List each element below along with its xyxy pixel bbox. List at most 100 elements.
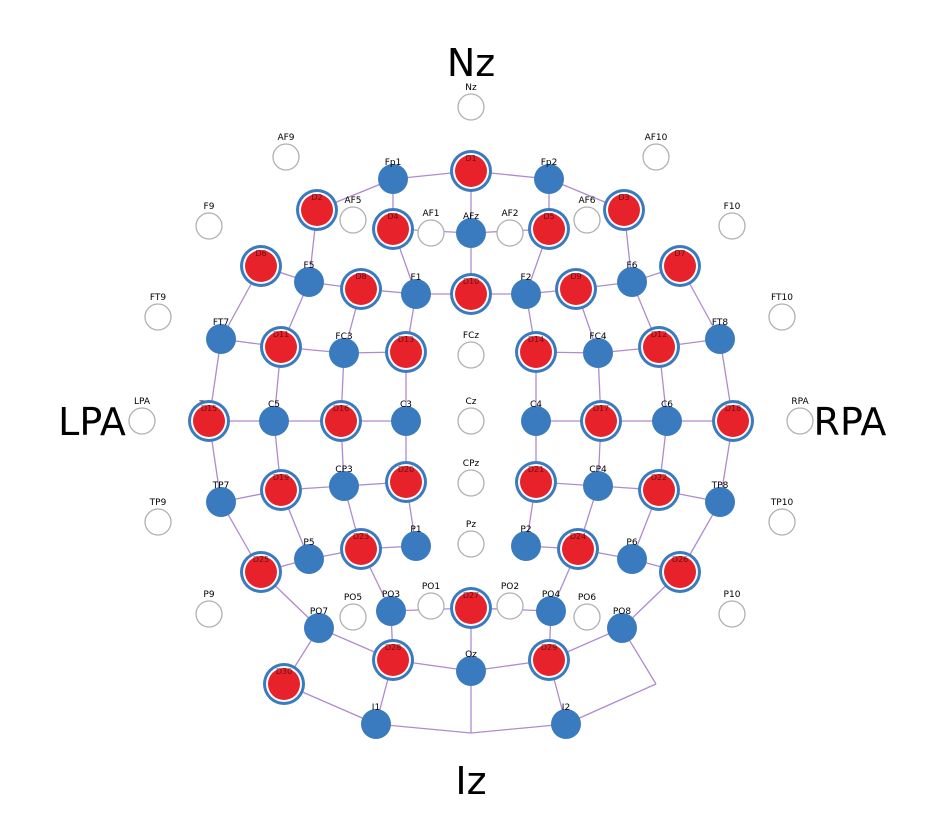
source-label: AFz bbox=[463, 212, 479, 222]
detector-label: D13 bbox=[398, 335, 414, 344]
position-label: AF5 bbox=[344, 196, 361, 206]
position-label: PO6 bbox=[578, 593, 597, 603]
source-optode bbox=[536, 596, 566, 626]
empty-position bbox=[195, 212, 223, 240]
empty-position bbox=[496, 592, 524, 620]
detector-optode bbox=[325, 405, 357, 437]
detector-optode bbox=[390, 466, 422, 498]
detector-optode bbox=[245, 250, 277, 282]
source-label: PO4 bbox=[542, 590, 561, 600]
source-label: Fp2 bbox=[541, 158, 558, 168]
detector-label: D7 bbox=[674, 249, 685, 258]
detector-label: D21 bbox=[528, 465, 544, 474]
source-label: FT8 bbox=[712, 318, 729, 328]
detector-optode bbox=[455, 155, 487, 187]
source-optode bbox=[294, 544, 324, 574]
position-label: AF1 bbox=[422, 209, 439, 219]
landmarks: Nz Iz LPA RPA bbox=[58, 41, 886, 803]
empty-position bbox=[768, 303, 796, 331]
source-optode bbox=[391, 406, 421, 436]
source-optode bbox=[361, 709, 391, 739]
source-optode bbox=[617, 544, 647, 574]
position-label: F10 bbox=[724, 202, 741, 212]
source-label: TP8 bbox=[711, 481, 729, 491]
source-optode bbox=[511, 279, 541, 309]
source-optode bbox=[378, 164, 408, 194]
detector-optode bbox=[193, 405, 225, 437]
position-label: RPA bbox=[791, 397, 809, 407]
source-label: P2 bbox=[520, 525, 531, 535]
position-label: FT10 bbox=[771, 293, 793, 303]
iz-label: Iz bbox=[455, 759, 486, 803]
detector-optode bbox=[265, 331, 297, 363]
source-optode bbox=[401, 279, 431, 309]
source-label: FC4 bbox=[589, 332, 606, 342]
nz-label: Nz bbox=[447, 41, 495, 85]
source-optode bbox=[583, 471, 613, 501]
source-label: C3 bbox=[400, 400, 412, 410]
position-label: AF2 bbox=[501, 209, 518, 219]
position-label: TP10 bbox=[770, 498, 794, 508]
source-label: C4 bbox=[530, 400, 542, 410]
position-label: AF6 bbox=[578, 196, 595, 206]
position-label: CPz bbox=[463, 459, 480, 469]
source-label: P1 bbox=[410, 525, 421, 535]
source-label: PO8 bbox=[613, 607, 632, 617]
empty-position bbox=[417, 592, 445, 620]
position-label: Pz bbox=[466, 520, 476, 530]
empty-position bbox=[339, 603, 367, 631]
position-label: Nz bbox=[465, 83, 477, 93]
position-label: AF10 bbox=[645, 133, 668, 143]
source-optode bbox=[456, 218, 486, 248]
source-optode bbox=[511, 531, 541, 561]
position-label: Cz bbox=[465, 397, 476, 407]
detector-optode bbox=[520, 466, 552, 498]
source-label: F1 bbox=[411, 273, 422, 283]
detector-optode bbox=[664, 250, 696, 282]
detector-label: D16 bbox=[333, 404, 349, 413]
source-label: PO7 bbox=[310, 607, 328, 617]
detector-label: D22 bbox=[651, 473, 667, 482]
detector-label: D15 bbox=[201, 404, 217, 413]
source-optode bbox=[376, 596, 406, 626]
detector-label: D10 bbox=[463, 277, 479, 286]
detector-optode bbox=[455, 592, 487, 624]
position-label: TP9 bbox=[149, 498, 167, 508]
source-optode bbox=[705, 324, 735, 354]
source-optode bbox=[294, 267, 324, 297]
source-optode bbox=[206, 487, 236, 517]
empty-position bbox=[457, 407, 485, 435]
detector-label: D20 bbox=[398, 465, 414, 474]
empty-position bbox=[718, 600, 746, 628]
empty-position bbox=[195, 600, 223, 628]
source-optode bbox=[521, 406, 551, 436]
source-label: F2 bbox=[521, 273, 532, 283]
source-label: C6 bbox=[661, 400, 673, 410]
source-optode bbox=[329, 338, 359, 368]
position-label: FCz bbox=[463, 331, 479, 341]
detector-label: D2 bbox=[311, 193, 322, 202]
detector-label: D3 bbox=[618, 193, 629, 202]
source-label: Oz bbox=[465, 650, 477, 660]
detector-label: D12 bbox=[651, 330, 667, 339]
source-label: I2 bbox=[562, 703, 570, 713]
position-label: LPA bbox=[134, 397, 151, 407]
detector-label: D28 bbox=[385, 643, 401, 652]
empty-position bbox=[417, 219, 445, 247]
lpa-label: LPA bbox=[58, 400, 126, 444]
empty-position bbox=[768, 508, 796, 536]
source-label: F6 bbox=[627, 261, 638, 271]
source-label: PO3 bbox=[382, 590, 400, 600]
detector-label: D30 bbox=[276, 667, 292, 676]
detector-label: D19 bbox=[273, 473, 289, 482]
detector-label: D6 bbox=[255, 249, 266, 258]
empty-position bbox=[272, 143, 300, 171]
position-label: PO2 bbox=[501, 582, 519, 592]
source-optode bbox=[583, 338, 613, 368]
empty-position bbox=[144, 508, 172, 536]
source-label: I1 bbox=[372, 703, 380, 713]
source-optode bbox=[617, 267, 647, 297]
empty-position bbox=[339, 206, 367, 234]
